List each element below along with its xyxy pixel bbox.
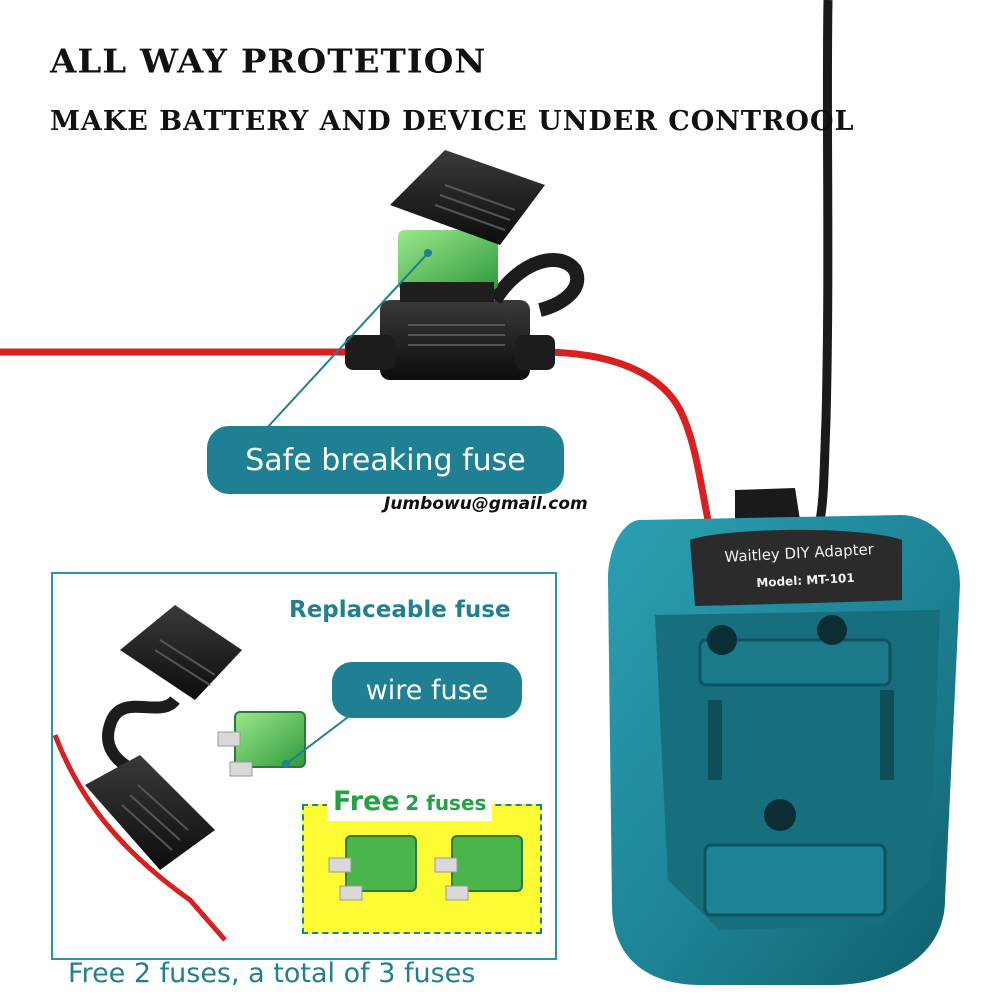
panel-fuse-holder-icon	[52, 605, 242, 942]
replaceable-fuse-heading: Replaceable fuse	[289, 597, 511, 623]
blade-fuse-icon	[217, 711, 306, 777]
free-fuses-title: Free 2 fuses	[327, 786, 493, 821]
headline-subtitle: MAKE BATTERY AND DEVICE UNDER CONTROOL	[50, 106, 855, 137]
pointer-line-main	[264, 252, 429, 431]
free-fuse-icon-2	[434, 835, 523, 901]
headline-title: ALL WAY PROTETION	[50, 43, 487, 81]
free-fuses-icons	[328, 835, 523, 901]
footer-caption: Free 2 fuses, a total of 3 fuses	[68, 958, 476, 989]
pointer-dot-main	[424, 249, 432, 257]
safe-fuse-callout: Safe breaking fuse	[207, 426, 564, 494]
free-fuse-icon-1	[328, 835, 417, 901]
contact-email: Jumbowu@gmail.com	[384, 494, 588, 514]
red-wire-to-adapter	[539, 348, 712, 521]
wire-fuse-callout: wire fuse	[332, 662, 522, 718]
pointer-line-wire	[285, 713, 353, 765]
free-count-label: 2 fuses	[405, 791, 487, 815]
free-fuses-box	[302, 804, 542, 934]
free-label: Free	[333, 786, 400, 817]
adapter-icon	[608, 488, 960, 985]
fuse-holder-icon	[345, 150, 585, 380]
black-cable	[815, 0, 833, 521]
pointer-dot-wire	[282, 760, 290, 768]
replaceable-fuse-panel	[51, 572, 557, 960]
